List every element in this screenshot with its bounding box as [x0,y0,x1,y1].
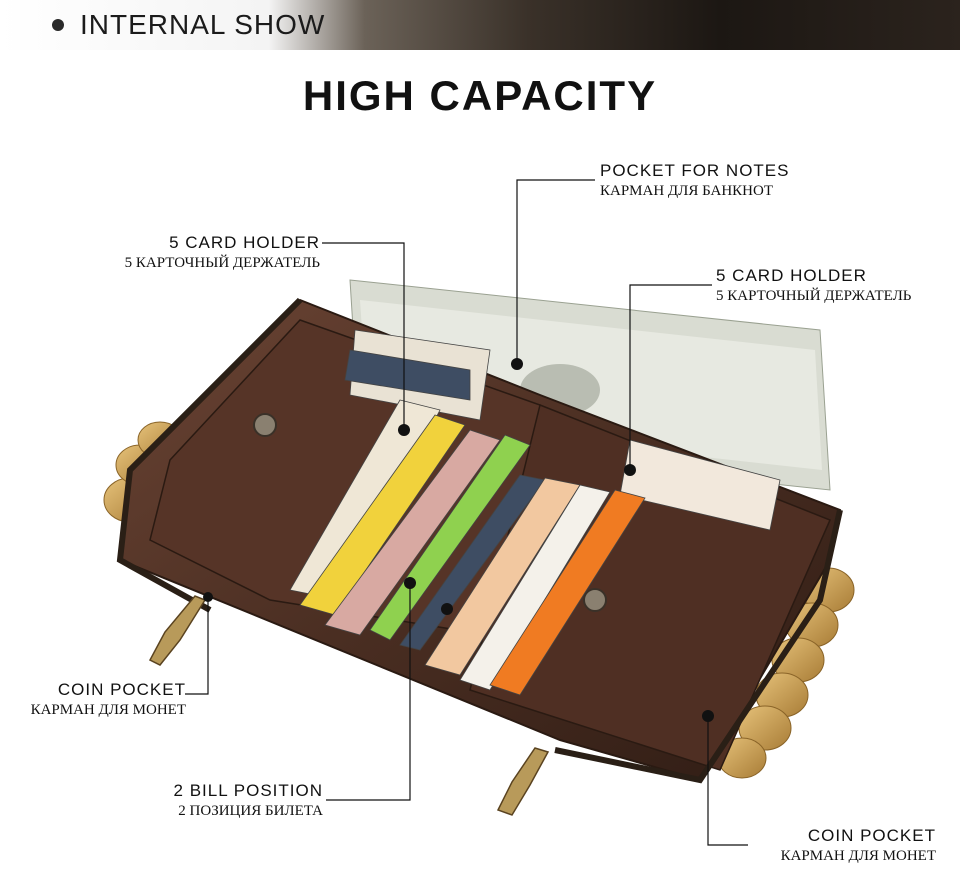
callout-en: COIN POCKET [57,680,186,699]
callout-pocket-for-notes: POCKET FOR NOTES КАРМАН ДЛЯ БАНКНОТ [600,161,790,200]
callout-card-holder-right: 5 CARD HOLDER 5 КАРТОЧНЫЙ ДЕРЖАТЕЛЬ [716,266,911,305]
callout-bill-position: 2 BILL POSITION 2 ПОЗИЦИЯ БИЛЕТА [174,781,323,820]
callout-en: 2 BILL POSITION [173,781,323,800]
callout-en: 5 CARD HOLDER [169,233,320,252]
callout-ru: КАРМАН ДЛЯ БАНКНОТ [600,183,774,199]
callout-dots [203,358,714,722]
zipper-pulls [148,595,550,816]
callout-ru: КАРМАН ДЛЯ МОНЕТ [780,848,936,864]
callout-coin-pocket-left: COIN POCKET КАРМАН ДЛЯ МОНЕТ [31,680,186,719]
callout-ru: 5 КАРТОЧНЫЙ ДЕРЖАТЕЛЬ [124,255,320,271]
callout-ru: 2 ПОЗИЦИЯ БИЛЕТА [178,803,323,819]
callout-lines [185,179,748,846]
cards-left [289,329,531,641]
callout-ru: КАРМАН ДЛЯ МОНЕТ [30,702,186,718]
header-banner: INTERNAL SHOW [0,0,960,50]
callout-en: POCKET FOR NOTES [600,161,790,180]
coins-right [717,567,855,779]
banner-title: INTERNAL SHOW [80,9,326,40]
callout-ru: 5 КАРТОЧНЫЙ ДЕРЖАТЕЛЬ [716,288,912,304]
callout-en: COIN POCKET [807,826,936,845]
callout-card-holder-left: 5 CARD HOLDER 5 КАРТОЧНЫЙ ДЕРЖАТЕЛЬ [125,233,320,272]
page-title: HIGH CAPACITY [302,72,658,119]
bullet-icon [52,19,64,31]
cards-right [399,439,781,696]
callout-en: 5 CARD HOLDER [716,266,867,285]
callout-coin-pocket-right: COIN POCKET КАРМАН ДЛЯ МОНЕТ [781,826,936,865]
